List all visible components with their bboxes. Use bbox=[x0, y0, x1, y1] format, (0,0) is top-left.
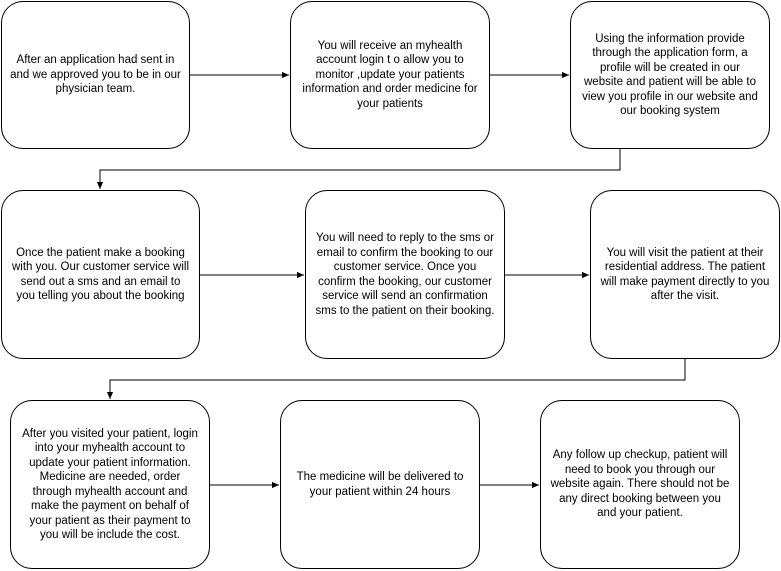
step-text-6: You will visit the patient at their resi… bbox=[600, 246, 770, 303]
step-text-7: After you visited your patient, login in… bbox=[22, 427, 198, 542]
step-text-2: You will receive an myhealth account log… bbox=[302, 39, 478, 110]
step-box-9: Any follow up checkup, patient will need… bbox=[540, 400, 740, 569]
step-text-9: Any follow up checkup, patient will need… bbox=[550, 449, 730, 520]
step-box-7: After you visited your patient, login in… bbox=[10, 400, 210, 569]
step-box-6: You will visit the patient at their resi… bbox=[590, 190, 780, 359]
step-box-2: You will receive an myhealth account log… bbox=[290, 1, 490, 149]
step-box-3: Using the information provide through th… bbox=[570, 1, 770, 149]
step-box-4: Once the patient make a booking with you… bbox=[1, 190, 200, 359]
step-box-5: You will need to reply to the sms or ema… bbox=[305, 190, 505, 359]
step-box-1: After an application had sent in and we … bbox=[1, 1, 190, 149]
step-text-3: Using the information provide through th… bbox=[582, 32, 758, 118]
step-text-4: Once the patient make a booking with you… bbox=[11, 246, 190, 303]
step-text-8: The medicine will be delivered to your p… bbox=[296, 471, 464, 498]
step-text-5: You will need to reply to the sms or ema… bbox=[315, 232, 495, 317]
arrow-step6-to-step7 bbox=[106, 359, 686, 399]
arrow-step3-to-step4 bbox=[96, 149, 621, 189]
step-box-8: The medicine will be delivered to your p… bbox=[280, 400, 480, 569]
step-text-1: After an application had sent in and we … bbox=[10, 54, 181, 96]
